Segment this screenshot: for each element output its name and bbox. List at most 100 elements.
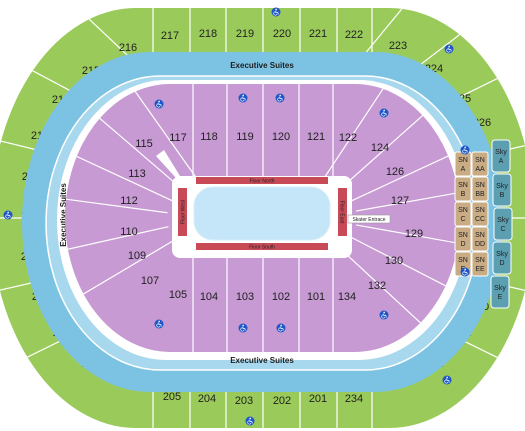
section-201[interactable]: 201 — [309, 393, 327, 405]
section-112[interactable]: 112 — [120, 195, 138, 207]
section-119[interactable]: 119 — [236, 131, 254, 143]
sky-section-shape[interactable] — [490, 275, 510, 309]
sky-section-label: Sky — [496, 251, 508, 258]
section-104[interactable]: 104 — [200, 291, 218, 303]
sky-section-label: Sky — [494, 285, 506, 292]
section-124[interactable]: 124 — [371, 142, 389, 154]
section-203[interactable]: 203 — [235, 395, 253, 407]
section-205[interactable]: 205 — [163, 391, 181, 403]
sn-section-c[interactable]: SNC — [454, 201, 472, 227]
sn-section-shape[interactable] — [471, 251, 489, 277]
floor-north-label: Floor North — [249, 179, 274, 185]
wheelchair-icon — [460, 145, 470, 155]
section-120[interactable]: 120 — [272, 131, 290, 143]
wheelchair-icon — [460, 267, 470, 277]
sn-section-label: SN — [458, 207, 468, 214]
section-220[interactable]: 220 — [273, 28, 291, 40]
sky-section-letter: B — [500, 192, 505, 199]
section-223[interactable]: 223 — [389, 40, 407, 52]
sky-section-letter: C — [500, 226, 505, 233]
wheelchair-icon — [3, 210, 13, 220]
section-122[interactable]: 122 — [339, 132, 357, 144]
sky-section-shape[interactable] — [492, 173, 512, 207]
section-134[interactable]: 134 — [338, 291, 356, 303]
sn-section-shape[interactable] — [454, 176, 472, 202]
wheelchair-icon — [238, 93, 248, 103]
floor-west-label: Floor West — [181, 199, 187, 224]
section-113[interactable]: 113 — [128, 168, 146, 180]
sn-section-label: SN — [475, 157, 485, 164]
section-204[interactable]: 204 — [198, 393, 216, 405]
sn-section-b[interactable]: SNB — [454, 176, 472, 202]
section-107[interactable]: 107 — [141, 275, 159, 287]
section-221[interactable]: 221 — [309, 28, 327, 40]
sn-section-shape[interactable] — [471, 176, 489, 202]
sn-section-label: SN — [475, 207, 485, 214]
sky-section-label: Sky — [495, 149, 507, 156]
floor-east-bar — [338, 188, 347, 236]
sn-section-d[interactable]: SN D — [454, 226, 472, 252]
section-103[interactable]: 103 — [236, 291, 254, 303]
sky-section-shape[interactable] — [493, 207, 513, 241]
executive-suites-bottom-label: Executive Suites — [230, 356, 294, 365]
sky-section-shape[interactable] — [492, 241, 512, 275]
wheelchair-icon — [238, 323, 248, 333]
sn-section-shape[interactable] — [471, 201, 489, 227]
section-127[interactable]: 127 — [391, 195, 409, 207]
sky-section-label: Sky — [496, 183, 508, 190]
lower-divider — [351, 128, 460, 202]
lower-divider — [87, 84, 199, 182]
section-234[interactable]: 234 — [345, 393, 363, 405]
section-218[interactable]: 218 — [199, 28, 217, 40]
section-105[interactable]: 105 — [169, 289, 187, 301]
sn-section-shape[interactable] — [454, 226, 472, 252]
section-110[interactable]: 110 — [120, 226, 138, 238]
floor-north-bar — [196, 177, 328, 184]
section-117[interactable]: 117 — [169, 132, 187, 144]
section-101[interactable]: 101 — [307, 291, 325, 303]
sn-section-label: SN — [458, 232, 468, 239]
section-222[interactable]: 222 — [345, 29, 363, 41]
wheelchair-icon — [276, 323, 286, 333]
sn-section-letter: D — [460, 241, 465, 248]
sn-section-shape[interactable] — [471, 226, 489, 252]
wheelchair-icon — [442, 375, 452, 385]
sn-section-a[interactable]: SNA — [454, 151, 472, 177]
floor-east-label: Floor East — [339, 201, 345, 224]
floor-south-label: Floor South — [249, 245, 275, 251]
sn-section-letter: EE — [475, 266, 485, 273]
section-118[interactable]: 118 — [200, 131, 218, 143]
tunnel-wedge — [156, 150, 180, 178]
sky-section-letter: E — [498, 294, 503, 301]
section-132[interactable]: 132 — [368, 280, 386, 292]
section-121[interactable]: 121 — [307, 131, 325, 143]
sky-section-label: Sky — [497, 217, 509, 224]
sn-section-letter: A — [461, 166, 466, 173]
section-216[interactable]: 216 — [119, 42, 137, 54]
section-217[interactable]: 217 — [161, 30, 179, 42]
section-126[interactable]: 126 — [386, 166, 404, 178]
section-102[interactable]: 102 — [272, 291, 290, 303]
section-130[interactable]: 130 — [385, 255, 403, 267]
floor-west-bar — [178, 188, 187, 236]
wheelchair-icon — [154, 319, 164, 329]
section-109[interactable]: 109 — [128, 250, 146, 262]
section-202[interactable]: 202 — [273, 395, 291, 407]
sn-section-shape[interactable] — [454, 201, 472, 227]
sn-section-letter: B — [461, 191, 466, 198]
section-115[interactable]: 115 — [135, 138, 153, 150]
sn-section-shape[interactable] — [471, 151, 489, 177]
sky-section-shape[interactable] — [491, 139, 511, 173]
section-129[interactable]: 129 — [405, 228, 423, 240]
section-219[interactable]: 219 — [236, 28, 254, 40]
